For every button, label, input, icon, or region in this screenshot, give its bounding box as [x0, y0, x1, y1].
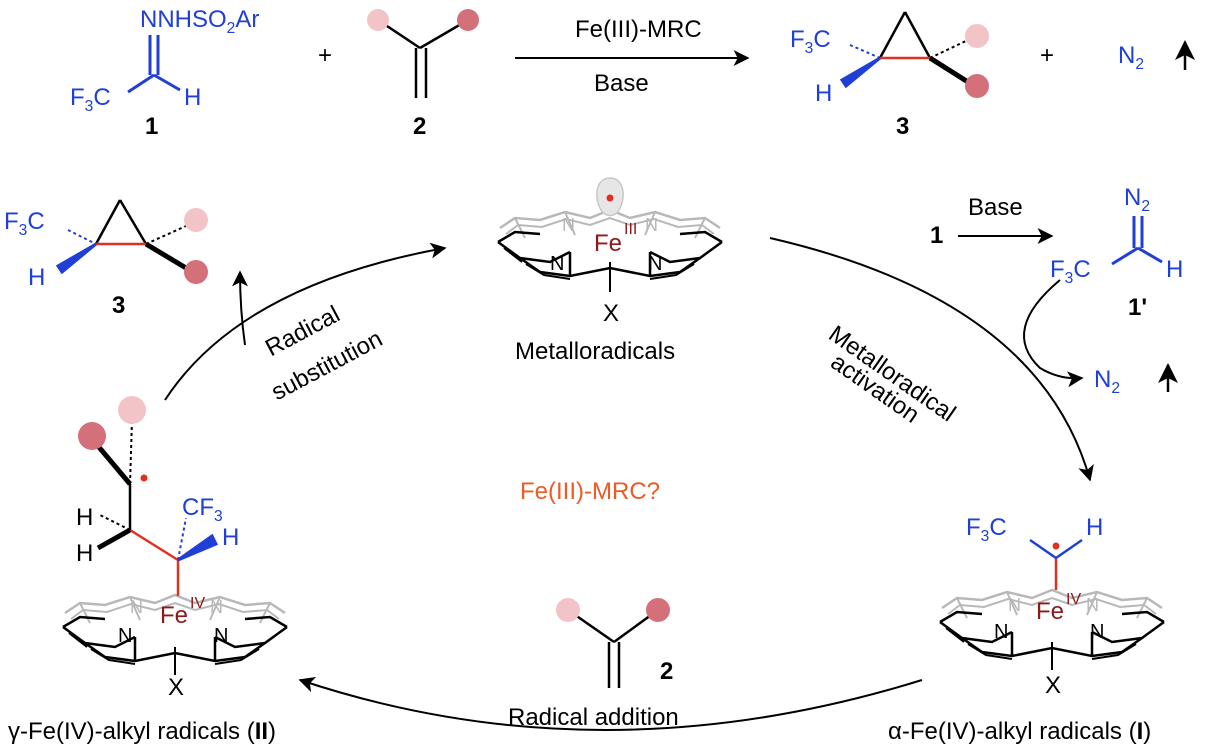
gamma-dark-circle	[78, 422, 106, 450]
plus-sign-2: +	[1040, 42, 1055, 69]
gamma-n-front-right: N	[214, 625, 229, 647]
alpha-label: α-Fe(IV)-alkyl radicals (I)	[888, 718, 1152, 745]
product-cf3: F3C	[790, 26, 831, 57]
gamma-n-front-left: N	[118, 625, 133, 647]
gamma-x: X	[168, 674, 185, 701]
metalloradical-x: X	[603, 300, 620, 327]
gamma-h2: H	[76, 540, 94, 567]
diazo-n2: N2	[1124, 184, 1151, 215]
reagent1-formula: NNHSO2Ar	[140, 6, 260, 37]
gamma-h1: H	[76, 504, 94, 531]
addition-label: Radical addition	[508, 704, 679, 731]
n2-product: N2	[1118, 42, 1145, 73]
diazo-number: 1'	[1128, 294, 1148, 321]
arrow-to-left-product	[232, 270, 249, 346]
diazo-h: H	[1166, 256, 1184, 283]
substituent-dark-circle	[457, 9, 479, 31]
condition-base: Base	[594, 70, 649, 97]
porphyrin-n-front-left: N	[550, 253, 565, 275]
base-label: Base	[968, 194, 1023, 221]
base-reactant: 1	[930, 222, 944, 249]
porphyrin-n-top-right: N	[645, 215, 658, 235]
porphyrin-n-top-left: N	[562, 215, 575, 235]
gamma-h3: H	[222, 524, 240, 551]
porphyrin-n-front-right: N	[648, 253, 663, 275]
product-dark-circle	[965, 74, 989, 98]
alkene-bottom-structure	[567, 608, 659, 688]
alkene-number: 2	[660, 658, 674, 685]
alpha-fe: Fe	[1036, 598, 1065, 625]
alpha-n-front-right: N	[1090, 621, 1105, 643]
reagent2-number: 2	[413, 113, 427, 140]
center-label: Fe(III)-MRC?	[520, 478, 660, 505]
alpha-n-back-left: N	[1008, 595, 1021, 615]
product-h: H	[815, 80, 833, 107]
metalloradical-porphyrin	[496, 208, 724, 292]
n2-release: N2	[1094, 366, 1121, 397]
gamma-n-back-left: N	[130, 597, 143, 617]
alpha-porphyrin	[938, 588, 1166, 670]
gamma-porphyrin	[61, 593, 289, 675]
gamma-fe: Fe	[160, 602, 189, 629]
gamma-ox: IV	[190, 595, 206, 612]
alkene-dark-circle	[646, 598, 670, 622]
diazo-structure	[1111, 216, 1163, 266]
reagent1-h: H	[184, 84, 202, 111]
left-product-dark-circle	[184, 260, 208, 284]
alpha-cf3: F3C	[966, 514, 1007, 545]
alpha-alkyl-ligand	[1029, 538, 1083, 590]
left-product-number: 3	[112, 292, 126, 319]
left-product-cf3: F3C	[4, 208, 45, 239]
alpha-n-front-left: N	[994, 621, 1009, 643]
alkene-light-circle	[556, 598, 580, 622]
arc-alpha-to-gamma	[298, 676, 923, 731]
metalloradical-fe: Fe	[594, 230, 623, 257]
alpha-n-back-right: N	[1086, 595, 1099, 615]
substituent-light-circle	[367, 9, 389, 31]
cyclopropane-product	[839, 11, 970, 89]
left-product-h: H	[28, 264, 46, 291]
gamma-alkyl-ligand	[96, 419, 219, 596]
gamma-light-circle	[118, 396, 146, 424]
diazo-cf3: F3C	[1050, 256, 1091, 287]
product-light-circle	[965, 24, 989, 48]
product-number: 3	[896, 113, 910, 140]
gamma-n-back-right: N	[210, 597, 223, 617]
alkene-structure	[377, 18, 469, 98]
arc-gamma-to-metalloradical	[164, 242, 447, 401]
left-product-light-circle	[184, 208, 208, 232]
gamma-cf3: CF3	[182, 494, 223, 525]
gamma-label: γ-Fe(IV)-alkyl radicals (II)	[8, 718, 277, 745]
left-cyclopropane-product	[55, 199, 188, 275]
alpha-x: X	[1045, 672, 1062, 699]
diazo-consumption-arrow	[1023, 279, 1084, 388]
hydrazone-structure	[127, 35, 181, 94]
reagent1-cf3: F3C	[70, 84, 111, 115]
metalloradical-ox: III	[624, 221, 638, 238]
metalloradical-label: Metalloradicals	[515, 338, 676, 365]
alpha-h: H	[1086, 514, 1104, 541]
plus-sign-1: +	[318, 42, 333, 69]
arc-metalloradical-to-alpha	[769, 237, 1094, 482]
alpha-ox: IV	[1066, 591, 1082, 608]
reagent1-number: 1	[145, 113, 159, 140]
condition-catalyst: Fe(III)-MRC	[575, 16, 702, 43]
radical-dot	[606, 194, 614, 202]
